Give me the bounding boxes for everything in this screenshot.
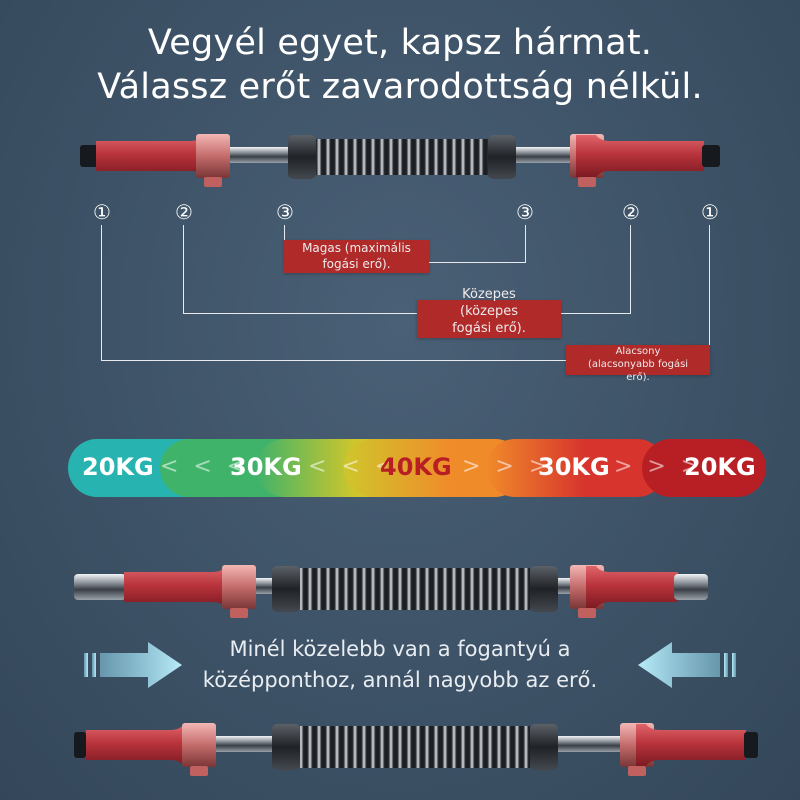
headline-line-2: Válassz erőt zavarodottság nélkül.	[97, 67, 703, 107]
scale-segment-dark-red	[642, 439, 766, 497]
spring-bar-mid-setting	[74, 565, 708, 618]
scale-label-40kg-center: 40KG	[380, 453, 452, 481]
scale-label-20kg-left: 20KG	[82, 453, 154, 481]
scale-chevrons-right-inner: > > >	[462, 454, 552, 479]
scale-segment-red	[486, 439, 666, 497]
scale-chevrons-right: > > >	[614, 454, 704, 479]
caption-line-2: középponthoz, annál nagyobb az erő.	[202, 668, 598, 692]
scale-label-30kg-right: 30KG	[538, 453, 610, 481]
resistance-scale	[68, 439, 766, 497]
leader-medium-left	[183, 225, 418, 314]
label-medium-line-1: Közepes	[462, 287, 516, 302]
leader-low-right	[709, 225, 710, 347]
label-medium-resistance: Közepes (közepes fogási erő).	[417, 287, 561, 338]
arrow-left-icon	[638, 642, 736, 688]
label-high-resistance: Magas (maximális fogási erő).	[284, 240, 429, 273]
label-low-line-1: Alacsony	[615, 346, 661, 357]
leader-low-left	[101, 225, 567, 361]
scale-chevrons-left: < < <	[160, 454, 250, 479]
spring-bar-full-width	[80, 134, 720, 187]
label-high-line-2: fogási erő).	[322, 257, 391, 271]
leader-medium-right	[560, 225, 631, 314]
scale-label-30kg-left: 30KG	[230, 453, 302, 481]
caption-line-1: Minél közelebb van a fogantyú a	[229, 637, 571, 661]
label-low-line-2: (alacsonyabb fogási	[587, 359, 689, 370]
label-low-resistance: Alacsony (alacsonyabb fogási erő).	[566, 345, 710, 383]
marker-2-right: ②	[622, 200, 640, 224]
label-high-line-1: Magas (maximális	[302, 241, 411, 255]
scale-chevrons-left-inner: < < <	[308, 454, 398, 479]
marker-1-left: ①	[93, 200, 111, 224]
marker-3-left: ③	[276, 200, 294, 224]
label-medium-line-2: (közepes	[460, 304, 518, 319]
label-medium-line-3: fogási erő).	[452, 321, 526, 336]
leader-high-right	[428, 225, 526, 263]
leader-high-left	[284, 225, 285, 247]
marker-2-left: ②	[175, 200, 193, 224]
marker-1-right: ①	[701, 200, 719, 224]
arrow-right-icon	[84, 642, 182, 688]
label-low-line-3: erő).	[626, 372, 650, 383]
scale-label-20kg-right: 20KG	[684, 453, 756, 481]
spring-bar-inner-setting	[74, 723, 758, 776]
headline-line-1: Vegyél egyet, kapsz hármat.	[147, 23, 653, 63]
marker-3-right: ③	[516, 200, 534, 224]
